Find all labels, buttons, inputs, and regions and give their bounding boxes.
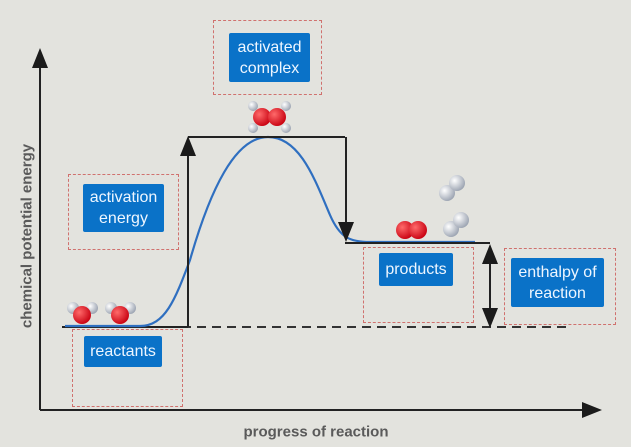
products-label[interactable]: products <box>379 253 453 286</box>
activation-energy-dropzone[interactable] <box>68 174 179 250</box>
enthalpy-dropzone[interactable] <box>504 248 616 325</box>
reactants-label[interactable]: reactants <box>84 336 162 367</box>
enthalpy-of-reaction-label[interactable]: enthalpy of reaction <box>511 258 604 307</box>
products-dropzone[interactable] <box>363 247 474 323</box>
activation-energy-label[interactable]: activation energy <box>83 184 164 232</box>
x-axis-label: progress of reaction <box>243 423 389 441</box>
water-molecule-icon <box>67 302 98 324</box>
hydrogen-molecule-icon <box>439 175 465 201</box>
activated-complex-molecule-icon <box>248 101 291 133</box>
activated-complex-label[interactable]: activated complex <box>229 33 310 82</box>
oxygen-molecule-icon <box>396 221 427 239</box>
y-axis-label: chemical potential energy <box>18 143 36 329</box>
hydrogen-molecule-icon <box>443 212 469 237</box>
water-molecule-icon <box>105 302 136 324</box>
reactants-dropzone[interactable] <box>72 329 183 407</box>
activated-complex-dropzone[interactable] <box>213 20 322 95</box>
